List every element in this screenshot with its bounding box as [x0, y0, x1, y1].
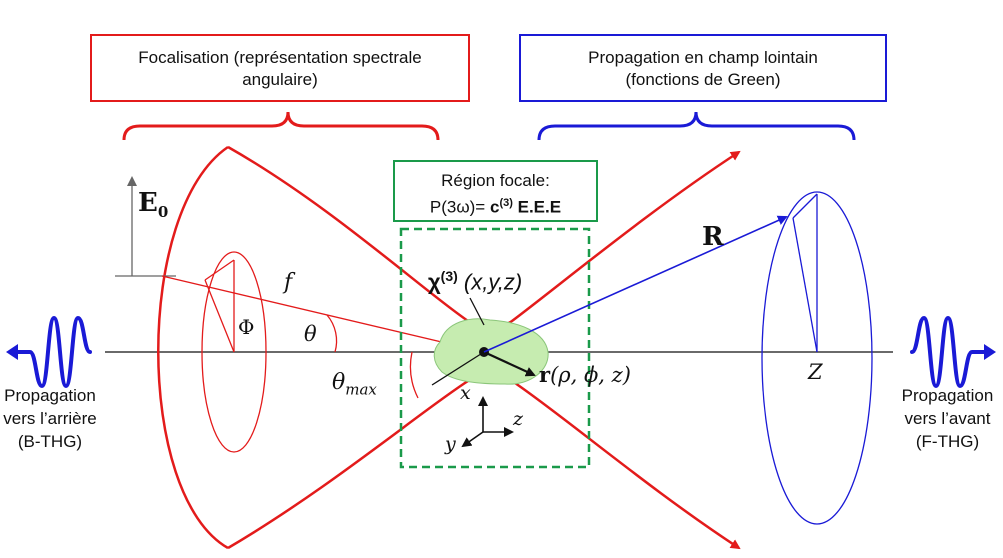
formula-suffix: E.E.E	[512, 197, 562, 217]
Z-label: Z	[808, 360, 823, 384]
theta-label: θ	[304, 322, 317, 346]
Z-radius-slant	[792, 217, 818, 353]
e0-sub: 0	[157, 203, 169, 222]
backward-propagation-label: Propagation vers l’arrière (B-THG)	[0, 384, 100, 453]
r-symbol: r	[539, 362, 551, 387]
pupil-ellipse	[201, 251, 267, 453]
e0-symbol: E	[138, 188, 158, 218]
chi-sup: (3)	[440, 268, 458, 284]
focalisation-brace	[122, 111, 440, 141]
focal-region-title: Région focale:	[441, 171, 550, 190]
far-field-ellipse	[761, 191, 873, 525]
R-label: R	[702, 222, 724, 252]
e0-label: E0	[138, 188, 168, 221]
chi-label: χ(3) (x,y,z)	[428, 268, 522, 295]
chi-args: (x,y,z)	[457, 269, 523, 295]
forward-wave-arrowhead	[984, 344, 996, 360]
focalisation-box: Focalisation (représentation spectrale a…	[90, 34, 470, 102]
phi-label: Φ	[238, 315, 254, 339]
Z-radius-top	[792, 193, 818, 219]
axis-z-symbol: z	[513, 408, 524, 430]
r-vector	[483, 351, 536, 377]
theta-arc	[326, 314, 338, 353]
propagation-far-box: Propagation en champ lointain (fonctions…	[519, 34, 887, 102]
theta-max-arc	[409, 351, 419, 399]
forward-line2: vers l’avant	[904, 409, 991, 428]
backward-line1: Propagation	[4, 386, 96, 405]
theta-symbol: θ	[304, 322, 317, 346]
focalisation-label: Focalisation (représentation spectrale a…	[138, 48, 422, 89]
phi-symbol: Φ	[238, 315, 255, 339]
axis-x-label: x	[460, 382, 471, 404]
formula-c: c	[489, 197, 500, 217]
Z-symbol: Z	[808, 360, 823, 384]
backward-line2: vers l’arrière	[3, 409, 97, 428]
theta-max-symbol: θ	[332, 370, 346, 395]
focal-region-label-box: Région focale: P(3ω)= c(3) E.E.E	[393, 160, 598, 222]
backward-wave-icon	[12, 315, 92, 389]
focal-region-box	[399, 227, 591, 469]
theta-max-label: θmax	[332, 370, 377, 398]
R-vector	[483, 215, 788, 353]
R-symbol: R	[702, 222, 724, 252]
backward-wave-arrowhead	[6, 344, 18, 360]
propagation-far-label: Propagation en champ lointain (fonctions…	[588, 48, 818, 89]
chi-symbol: χ	[428, 269, 441, 295]
forward-line3: (F-THG)	[915, 432, 980, 451]
forward-propagation-label: Propagation vers l’avant (F-THG)	[892, 384, 1003, 453]
forward-line1: Propagation	[901, 386, 994, 405]
axis-y-arrow	[461, 431, 484, 448]
r-args: (ρ, ϕ, z)	[550, 363, 631, 387]
focal-ray	[161, 275, 485, 353]
axis-y-symbol: y	[445, 433, 456, 455]
f-label: f	[284, 270, 292, 295]
axis-y-label: y	[445, 433, 456, 455]
formula-prefix: P(3ω)=	[429, 197, 490, 217]
phi-radius-top	[204, 259, 235, 281]
backward-line3: (B-THG)	[17, 432, 83, 451]
theta-max-sub: max	[345, 380, 377, 399]
axis-x-symbol: x	[460, 382, 471, 404]
axis-z-label: z	[513, 408, 523, 430]
phi-radius-slant	[204, 279, 235, 353]
propagation-brace	[537, 111, 856, 141]
formula-c-sup: (3)	[499, 197, 513, 209]
r-label: r(ρ, ϕ, z)	[539, 362, 631, 387]
chi-pointer	[469, 297, 485, 326]
r-vector-back	[431, 351, 485, 386]
focal-region-formula: P(3ω)= c(3) E.E.E	[399, 192, 592, 219]
f-symbol: f	[284, 270, 293, 295]
focusing-lens	[157, 145, 229, 550]
forward-wave-icon	[910, 315, 988, 389]
